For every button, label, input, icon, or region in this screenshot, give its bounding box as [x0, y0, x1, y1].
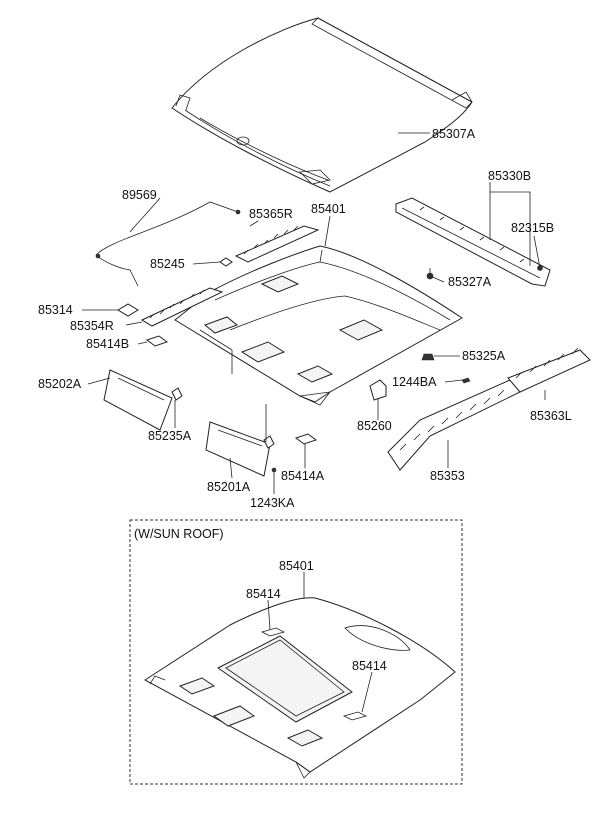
callout-89569: 89569	[122, 188, 157, 202]
side-rail-85363L	[507, 347, 591, 393]
callout-85260: 85260	[357, 419, 392, 433]
callout-85325A: 85325A	[462, 349, 506, 363]
pad-85414B	[145, 335, 169, 347]
leader-lines	[82, 132, 546, 494]
sunroof-callout-85401: 85401	[279, 559, 314, 573]
clip-85325A	[421, 353, 435, 361]
callout-85354R: 85354R	[70, 319, 114, 333]
callout-82315B: 82315B	[511, 221, 554, 235]
callout-85330B: 85330B	[488, 169, 531, 183]
sunroof-inset-title: (W/SUN ROOF)	[134, 527, 224, 541]
callout-85414A: 85414A	[281, 469, 325, 483]
callout-1244BA: 1244BA	[392, 375, 437, 389]
callout-85365R: 85365R	[249, 207, 293, 221]
roof-panel	[171, 17, 473, 193]
callout-85314: 85314	[38, 303, 73, 317]
callout-85401: 85401	[311, 202, 346, 216]
sunroof-inset: (W/SUN ROOF) 85401 85414 85414	[129, 519, 463, 785]
callout-85201A: 85201A	[207, 480, 251, 494]
pad-85314	[117, 303, 139, 317]
rear-rail	[395, 197, 551, 287]
callout-85307A: 85307A	[432, 127, 476, 141]
callout-85202A: 85202A	[38, 377, 82, 391]
callout-85327A: 85327A	[448, 275, 492, 289]
sunroof-callout-85414-top: 85414	[246, 587, 281, 601]
wire-harness	[95, 201, 241, 287]
callout-85245: 85245	[150, 257, 185, 271]
screw-1244BA	[461, 377, 471, 384]
sunroof-callout-85414-right: 85414	[352, 659, 387, 673]
front-rail-right	[234, 225, 320, 263]
front-rail-left	[140, 287, 224, 327]
callout-85414B: 85414B	[86, 337, 129, 351]
bracket-85260	[369, 379, 387, 401]
sunroof-headliner	[144, 597, 456, 779]
callout-1243KA: 1243KA	[250, 496, 295, 510]
sun-visor-right	[205, 421, 277, 477]
clip-85245	[219, 257, 233, 267]
callout-85363L: 85363L	[530, 409, 572, 423]
headliner	[174, 245, 463, 406]
callout-85353: 85353	[430, 469, 465, 483]
side-rail-85353	[387, 379, 521, 471]
pad-85414A	[294, 433, 318, 445]
sun-visor-left	[103, 369, 183, 431]
callout-85235A: 85235A	[148, 429, 192, 443]
